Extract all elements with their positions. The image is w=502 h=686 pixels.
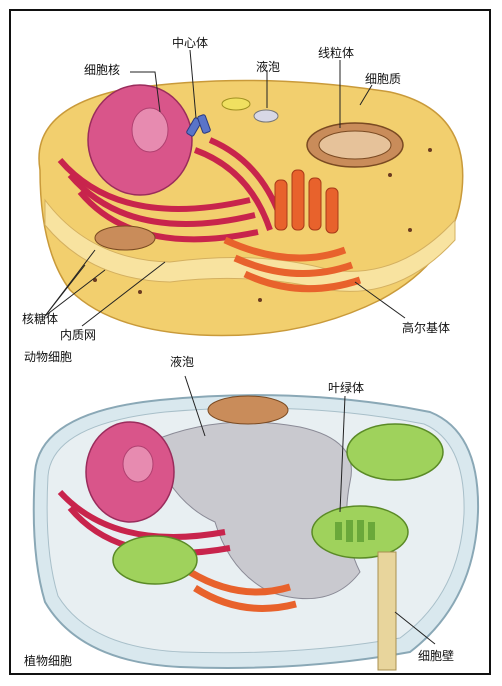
nucleolus-shape: [132, 108, 168, 152]
label-animal-vacuole: 液泡: [256, 60, 280, 74]
label-centrosome: 中心体: [172, 36, 208, 50]
label-mitochondrion: 线粒体: [318, 46, 354, 60]
plant-cell-caption: 植物细胞: [24, 654, 72, 668]
plant-mitochondrion: [208, 396, 288, 424]
plant-cell-illustration: [0, 372, 502, 678]
label-ribosome: 核糖体: [22, 312, 58, 326]
animal-vacuole-shape: [254, 110, 278, 122]
label-chloroplast: 叶绿体: [328, 381, 364, 395]
chloroplast-shape-3: [113, 536, 197, 584]
label-nucleus: 细胞核: [84, 63, 120, 77]
animal-cell-caption: 动物细胞: [24, 350, 72, 364]
label-plant-vacuole: 液泡: [170, 355, 194, 369]
label-golgi: 高尔基体: [402, 321, 450, 335]
mitochondrion-small: [95, 226, 155, 250]
cell-wall-edge: [378, 552, 396, 670]
label-cytoplasm: 细胞质: [365, 72, 401, 86]
label-cell-wall: 细胞壁: [418, 649, 454, 663]
label-er: 内质网: [60, 328, 96, 342]
chloroplast-shape: [347, 424, 443, 480]
